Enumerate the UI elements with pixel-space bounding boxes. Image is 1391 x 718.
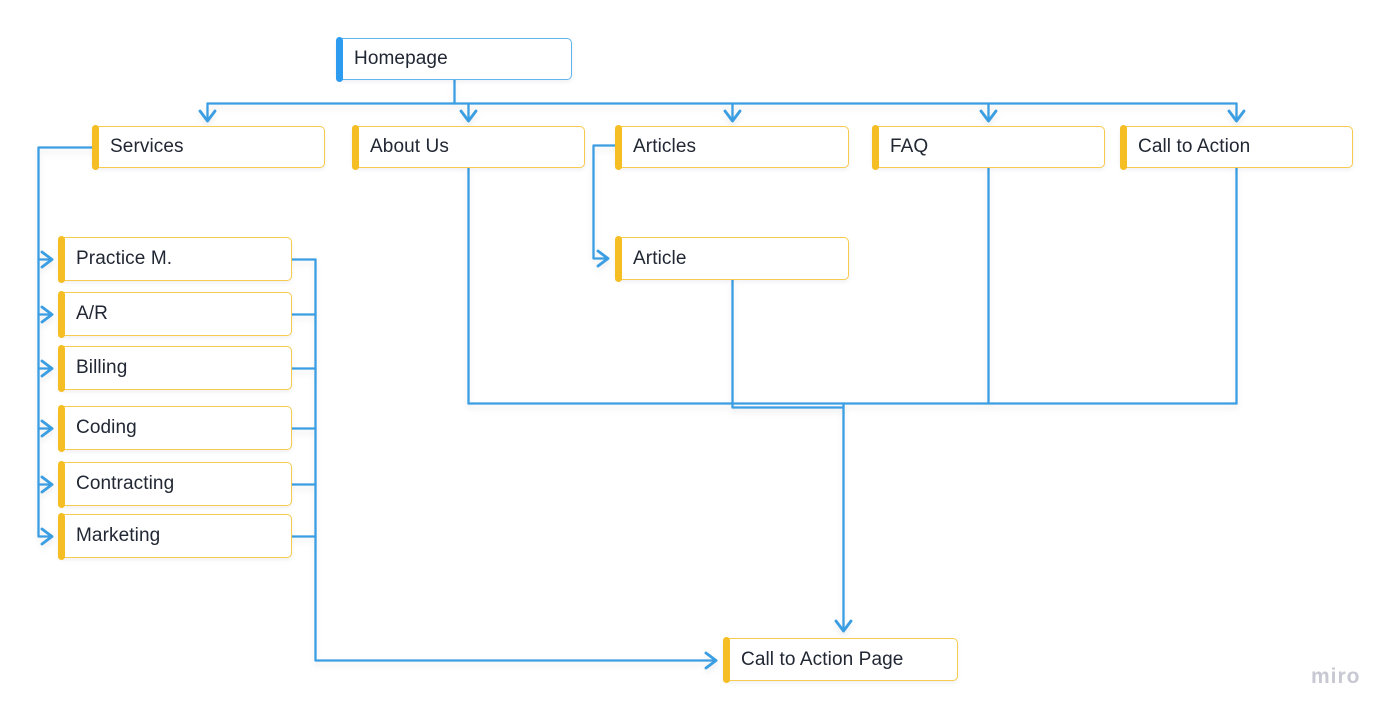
node-label: Call to Action [1138, 136, 1251, 157]
accent-bar [614, 124, 622, 170]
node-practice-m[interactable]: Practice M. [57, 235, 292, 283]
accent-bar [351, 124, 359, 170]
node-label: FAQ [890, 136, 929, 157]
accent-bar [57, 512, 65, 560]
node-label: Coding [76, 417, 137, 438]
node-call-to-action-page[interactable]: Call to Action Page [722, 636, 958, 683]
node-contracting[interactable]: Contracting [57, 460, 292, 508]
accent-bar [722, 636, 730, 683]
node-label: A/R [76, 303, 108, 324]
node-label: Marketing [76, 525, 161, 546]
node-label: Contracting [76, 473, 175, 494]
node-label: Services [110, 136, 184, 157]
node-marketing[interactable]: Marketing [57, 512, 292, 560]
accent-bar [91, 124, 99, 170]
node-homepage[interactable]: Homepage [335, 36, 572, 82]
node-label: Call to Action Page [741, 648, 904, 670]
node-label: About Us [370, 136, 449, 157]
accent-bar [57, 235, 65, 283]
node-label: Practice M. [76, 248, 173, 269]
node-article[interactable]: Article [614, 235, 849, 282]
node-about-us[interactable]: About Us [351, 124, 585, 170]
node-label: Billing [76, 357, 128, 378]
accent-bar [614, 235, 622, 282]
node-articles[interactable]: Articles [614, 124, 849, 170]
miro-logo: miro [1311, 665, 1361, 688]
edge-collector-to-cta-page[interactable] [314, 258, 718, 670]
accent-bar [57, 460, 65, 508]
node-faq[interactable]: FAQ [871, 124, 1105, 170]
accent-bar [335, 36, 343, 82]
node-billing[interactable]: Billing [57, 344, 292, 392]
accent-bar [1119, 124, 1127, 170]
node-services[interactable]: Services [91, 124, 325, 170]
accent-bar [57, 404, 65, 452]
node-label: Article [633, 247, 687, 269]
node-label: Articles [633, 136, 697, 157]
node-coding[interactable]: Coding [57, 404, 292, 452]
accent-bar [57, 290, 65, 338]
node-ar[interactable]: A/R [57, 290, 292, 338]
edge-articles-article[interactable] [592, 144, 617, 268]
edge-services-rail[interactable] [37, 146, 94, 546]
accent-bar [57, 344, 65, 392]
node-label: Homepage [354, 48, 448, 69]
node-call-to-action[interactable]: Call to Action [1119, 124, 1353, 170]
accent-bar [871, 124, 879, 170]
edge-article-down[interactable] [731, 278, 845, 409]
